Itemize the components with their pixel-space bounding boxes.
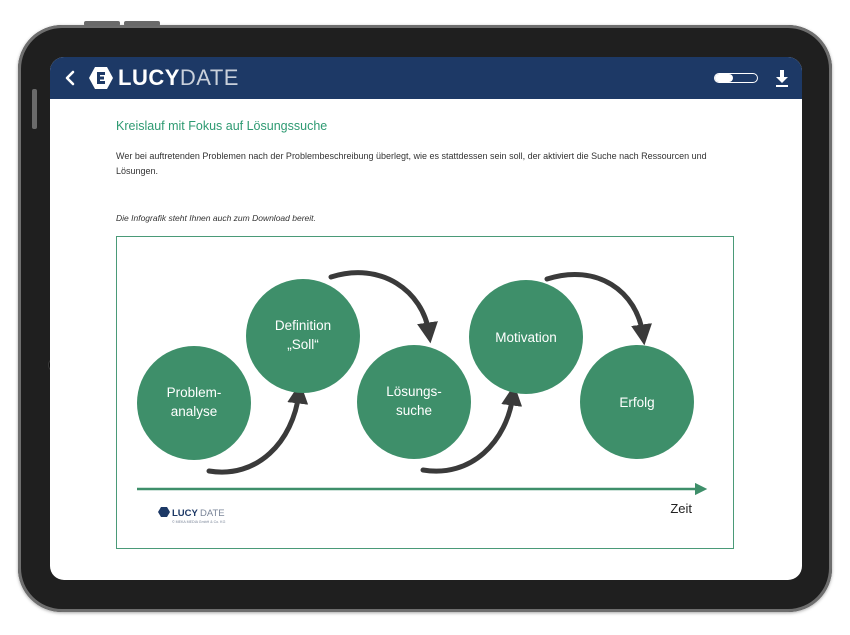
hardware-button-top xyxy=(124,21,160,26)
intro-text: Wer bei auftretenden Problemen nach der … xyxy=(116,151,707,176)
infographic-canvas: Problem- analyse Definition „Soll“ Lösun… xyxy=(137,270,708,524)
svg-text:analyse: analyse xyxy=(171,404,218,419)
svg-text:Lösungs-: Lösungs- xyxy=(386,384,442,399)
download-icon xyxy=(776,70,788,87)
back-button[interactable] xyxy=(60,67,82,89)
logo-wordmark: LUCYDATE xyxy=(118,65,239,90)
stage-circle-erfolg: Erfolg xyxy=(580,345,694,459)
download-button[interactable] xyxy=(772,67,792,89)
logo-mark-icon xyxy=(89,67,113,89)
svg-text:Definition: Definition xyxy=(275,318,331,333)
flow-arrow xyxy=(206,382,309,475)
svg-text:LUCY: LUCY xyxy=(172,508,199,519)
svg-text:DATE: DATE xyxy=(200,508,225,519)
page-title: Kreislauf mit Fokus auf Lösungssuche xyxy=(116,119,328,133)
stage-circle-loesungssuche: Lösungs- suche xyxy=(357,345,471,459)
flow-arrow xyxy=(328,270,438,344)
footer-logo: LUCY DATE © MEKA MEDIA GmbH & Co. KG xyxy=(158,507,226,524)
svg-text:Motivation: Motivation xyxy=(495,330,557,345)
svg-text:„Soll“: „Soll“ xyxy=(287,337,319,352)
stage-circle-definition-soll: Definition „Soll“ xyxy=(246,279,360,393)
svg-text:suche: suche xyxy=(396,403,432,418)
time-axis-label: Zeit xyxy=(670,501,692,516)
toggle-fill xyxy=(715,74,733,82)
stage-circle-problemanalyse: Problem- analyse xyxy=(137,346,251,460)
flow-arrow xyxy=(420,384,523,474)
flow-arrow xyxy=(544,272,652,346)
app-logo[interactable]: LUCYDATE xyxy=(88,64,239,92)
chevron-left-icon xyxy=(65,70,75,86)
download-note: Die Infografik steht Ihnen auch zum Down… xyxy=(116,213,316,223)
svg-text:Problem-: Problem- xyxy=(167,385,222,400)
svg-text:Erfolg: Erfolg xyxy=(619,395,654,410)
logo-mark-icon xyxy=(158,507,170,517)
hardware-button-top xyxy=(84,21,120,26)
infographic: Problem- analyse Definition „Soll“ Lösun… xyxy=(116,236,734,549)
tablet-screen: LUCYDATE Kreislauf mit Fokus auf Lösungs… xyxy=(50,57,802,580)
hardware-button-left xyxy=(32,89,37,129)
svg-text:© MEKA MEDIA GmbH & Co. KG: © MEKA MEDIA GmbH & Co. KG xyxy=(172,520,226,524)
app-header: LUCYDATE xyxy=(50,57,802,99)
stage-circle-motivation: Motivation xyxy=(469,280,583,394)
view-toggle[interactable] xyxy=(714,73,758,83)
